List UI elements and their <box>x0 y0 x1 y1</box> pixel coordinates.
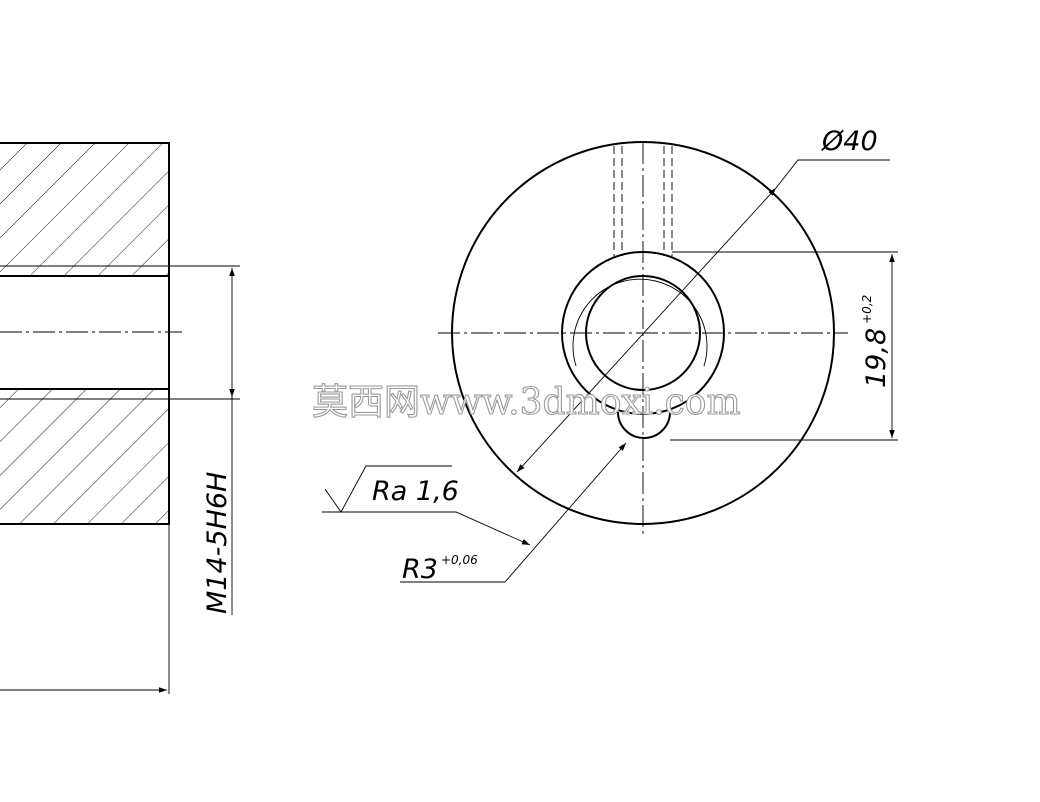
hatched-wall-top <box>0 143 169 276</box>
watermark-text: 莫西网www.3dmoxi.com <box>312 382 741 423</box>
roughness-leader <box>322 511 531 546</box>
slot-width-label: 19,8+0,2 <box>860 295 892 388</box>
radius-leader-line <box>504 442 627 583</box>
section-outline <box>0 142 170 525</box>
section-view: M14-5H6H <box>0 142 240 694</box>
hatched-wall-bottom <box>0 389 169 524</box>
diameter-dimension-line <box>516 187 777 473</box>
thread-label: M14-5H6H <box>202 472 233 614</box>
thread-arc <box>572 278 708 367</box>
roughness-label: Ra 1,6 <box>372 476 459 507</box>
diameter-label: Ø40 <box>821 126 878 157</box>
diameter-leader <box>775 159 890 189</box>
radius-label: R3+0,06 <box>402 553 478 585</box>
front-view: Ø40 19,8+0,2 R3+0,06 Ra 1,6 <box>322 126 898 585</box>
roughness-symbol <box>324 465 452 513</box>
